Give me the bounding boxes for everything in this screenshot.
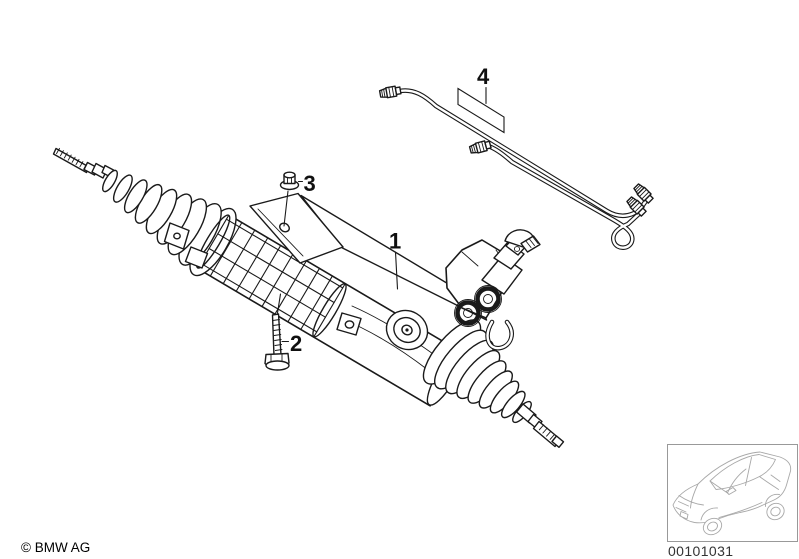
left-tie-rod <box>52 147 115 179</box>
bolt-drawing <box>264 293 290 371</box>
callout-3-group: 3 <box>297 171 316 196</box>
nut-drawing <box>279 171 300 227</box>
callout-2[interactable]: 2 <box>290 331 302 356</box>
callout-4-group: 4 <box>457 64 505 134</box>
steering-gear-drawing <box>52 147 565 448</box>
car-icon <box>672 451 792 536</box>
copyright-label: © BMW AG <box>21 540 91 555</box>
callout-3[interactable]: 3 <box>304 171 316 196</box>
callout-1-leader <box>394 251 399 290</box>
pipe-upper <box>397 88 649 219</box>
diagram-number: 00101031 <box>668 543 734 559</box>
hydraulic-pipes-drawing <box>378 84 655 250</box>
pipe-fitting-middle <box>468 139 493 156</box>
callout-2-group: 2 <box>281 331 302 356</box>
hydraulic-port-lower <box>455 300 481 326</box>
valve-body <box>445 229 541 351</box>
callout-1[interactable]: 1 <box>389 229 401 254</box>
right-tie-rod <box>515 403 565 448</box>
mounting-tabs <box>163 222 362 336</box>
bolt-leader-line <box>276 293 282 314</box>
mesh-shield <box>195 214 347 338</box>
bushing-boss <box>385 309 429 351</box>
callout-4-region <box>457 87 505 134</box>
right-bellows <box>422 319 532 424</box>
hydraulic-port-upper <box>475 286 501 312</box>
mounting-bracket <box>249 192 488 321</box>
nut-leader-line <box>283 190 289 227</box>
vehicle-thumbnail[interactable] <box>667 444 798 542</box>
callout-4[interactable]: 4 <box>477 64 490 89</box>
callout-1-group: 1 <box>389 229 401 290</box>
pipe-fitting-left <box>378 84 402 100</box>
